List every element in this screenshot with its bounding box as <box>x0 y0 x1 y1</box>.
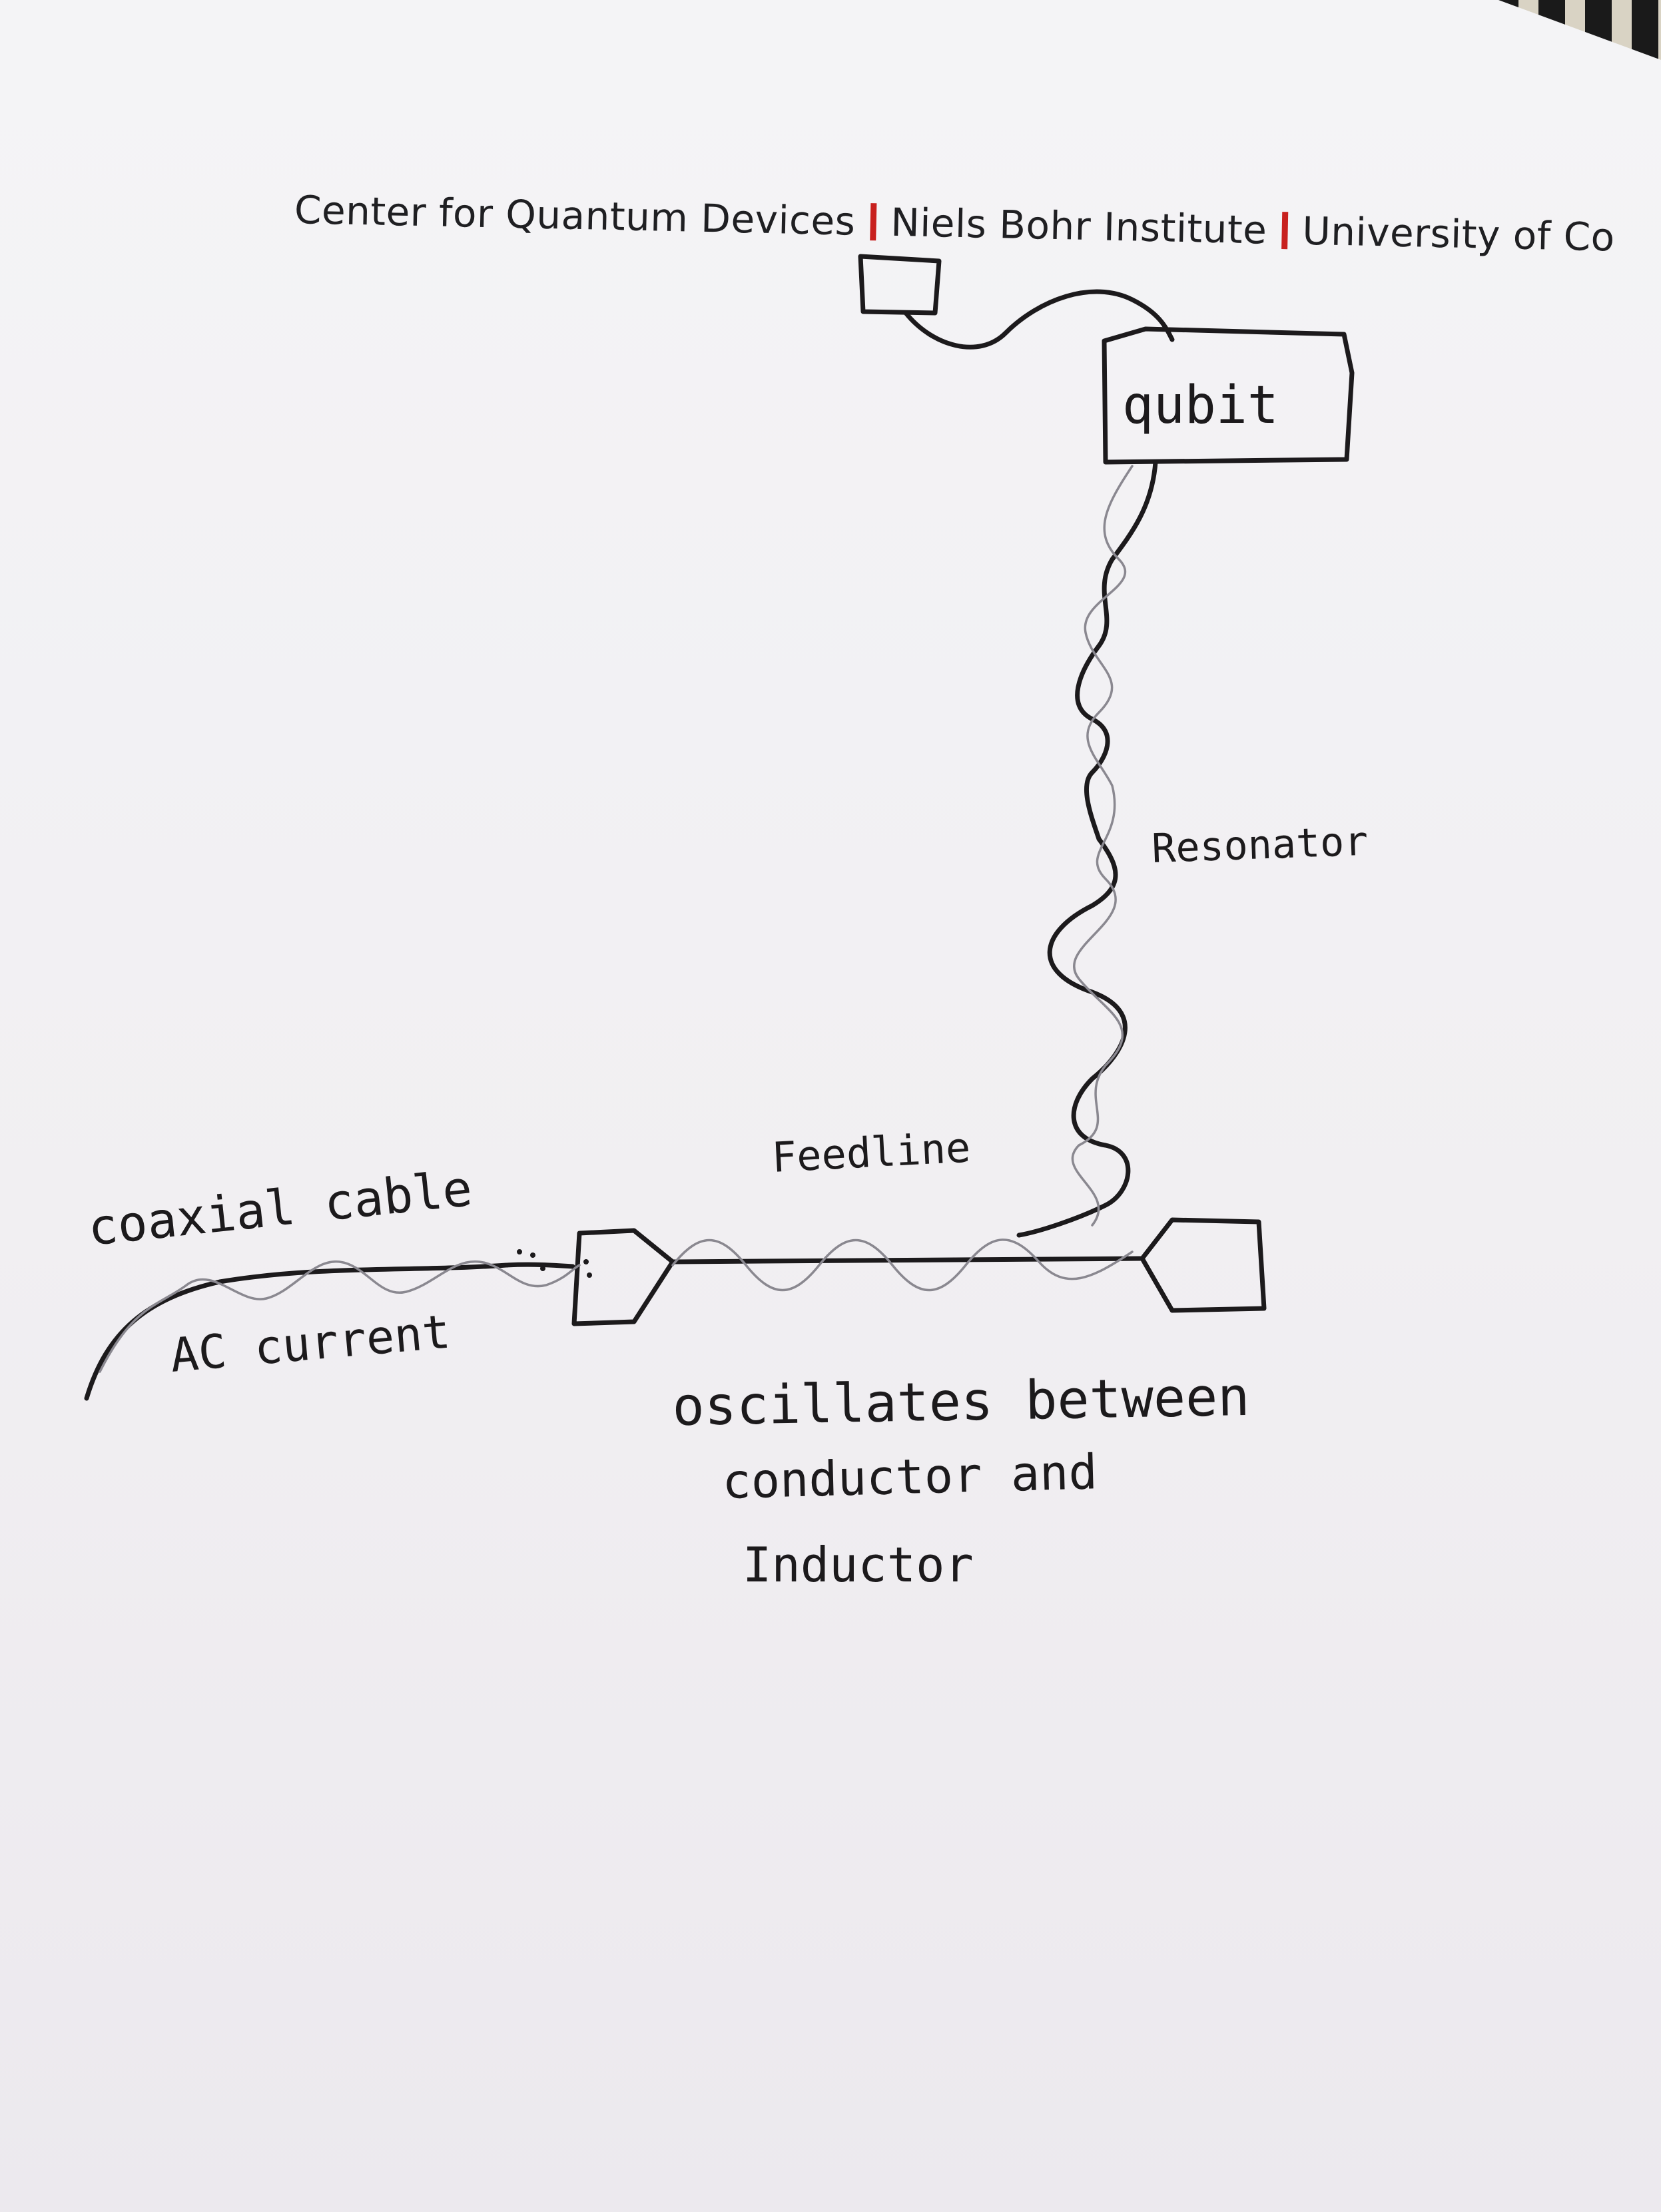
label-resonator: Resonator <box>1151 818 1369 872</box>
label-oscillates-line2: conductor and <box>721 1444 1098 1510</box>
ac-current-wave <box>99 1260 581 1373</box>
feedline <box>670 1256 1145 1264</box>
label-ac-current: AC current <box>168 1304 452 1383</box>
label-feedline: Feedline <box>771 1123 972 1182</box>
qubit-box <box>1102 326 1355 465</box>
top-pad <box>858 254 942 316</box>
resonator-wave <box>1071 465 1134 1227</box>
resonator-line <box>1016 459 1158 1238</box>
label-qubit: qubit <box>1122 376 1279 435</box>
feedline-wave <box>671 1239 1134 1292</box>
top-wire <box>903 289 1175 350</box>
label-oscillates-line1: oscillates between <box>672 1366 1250 1438</box>
left-launcher <box>571 1228 675 1326</box>
label-coaxial-cable: coaxial cable <box>85 1160 475 1257</box>
dots <box>517 1249 592 1278</box>
label-oscillates-line3: Inductor <box>743 1537 974 1593</box>
right-launcher <box>1140 1217 1267 1313</box>
